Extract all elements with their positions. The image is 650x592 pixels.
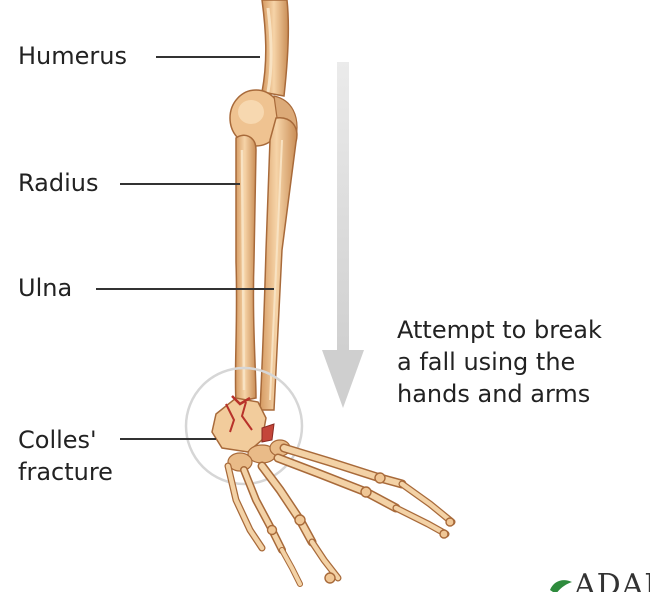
- fall-caption-line3: hands and arms: [397, 378, 602, 410]
- radius-bone: [235, 135, 256, 402]
- humerus-label: Humerus: [18, 41, 127, 71]
- ulna-leader-line: [96, 288, 274, 290]
- ulna-bone: [260, 118, 297, 410]
- humerus-leader-line: [156, 56, 260, 58]
- ulna-label: Ulna: [18, 273, 72, 303]
- down-arrow-icon: [322, 62, 364, 408]
- colles-fracture-leader-line: [120, 438, 216, 440]
- adam-logo: ADAM: [548, 572, 650, 592]
- fall-caption-line2: a fall using the: [397, 346, 602, 378]
- colles-fracture-label-line1: Colles': [18, 426, 97, 454]
- radius-leader-line: [120, 183, 240, 185]
- colles-fracture-label: Colles' fracture: [18, 424, 113, 488]
- leaf-logo-icon: [548, 576, 574, 592]
- hand-bones: [228, 448, 454, 584]
- humerus-bone: [262, 0, 288, 96]
- fall-caption-line1: Attempt to break: [397, 314, 602, 346]
- radius-label: Radius: [18, 168, 98, 198]
- adam-logo-text: ADAM: [574, 572, 650, 592]
- colles-fracture-label-line2: fracture: [18, 458, 113, 486]
- fall-caption: Attempt to break a fall using the hands …: [397, 314, 602, 410]
